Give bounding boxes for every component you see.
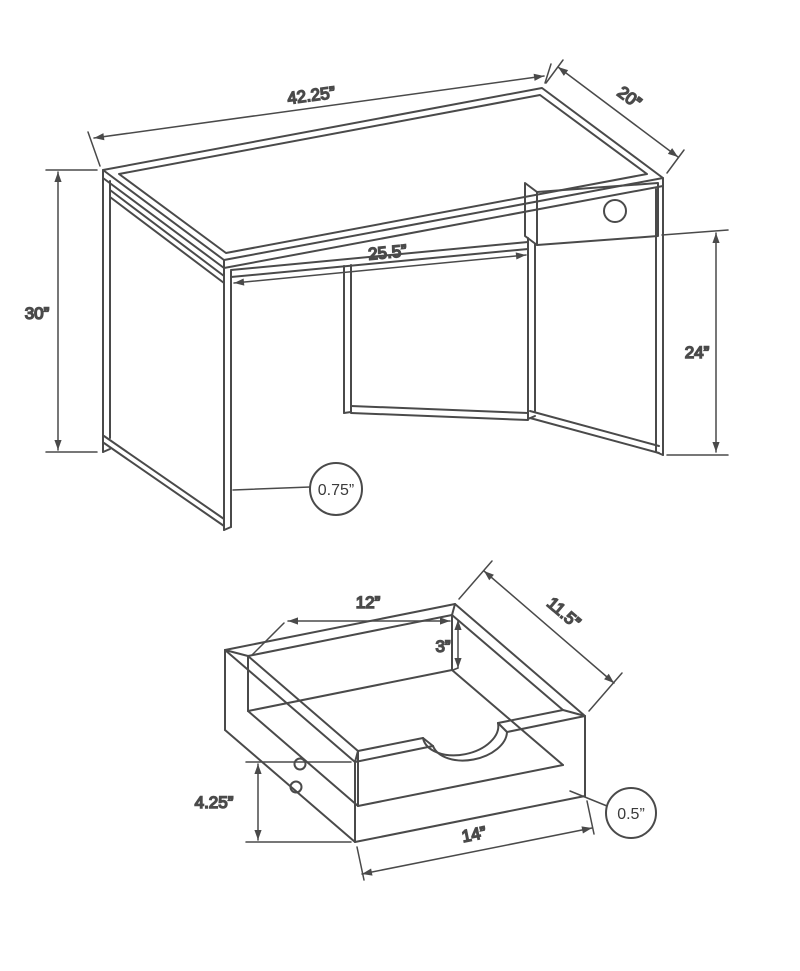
drawer-thickness-label: 0.5” [617, 806, 645, 823]
desk-drawer [524, 182, 659, 246]
drawer-inner-width-label: 12” [356, 593, 381, 612]
callout-circle [309, 462, 363, 516]
drawer-drawing [224, 603, 586, 843]
callout-leader [232, 486, 311, 491]
drawer-dim-depth: 11.5” [458, 560, 623, 712]
desk-dim-height: 30” [24, 169, 98, 453]
drawer-outer-width-label: 14” [460, 823, 488, 847]
desk-leg-back-right [527, 237, 536, 420]
drawer-dim-inner-width: 12” [251, 592, 451, 656]
desk-top-width-label: 42.25” [286, 83, 337, 108]
desk-drawer-finger-hole [603, 199, 627, 223]
desk-leg-back-left [102, 177, 111, 453]
desk-thickness-label: 0.75” [318, 482, 354, 499]
drawer-screw-hole-top [293, 757, 307, 771]
desk-dim-top-width: 42.25” [87, 63, 552, 167]
desk-thickness-callout: 0.75” [232, 462, 363, 516]
desk-right-bottom-stretcher [529, 410, 660, 454]
drawer-front-height-label: 4.25” [195, 793, 234, 812]
desk-top-depth-label: 20” [614, 83, 645, 113]
desk-height-label: 30” [25, 304, 50, 323]
desk-dim-top-depth: 20” [545, 59, 685, 174]
drawer-thickness-callout: 0.5” [569, 787, 657, 839]
drawer-screw-hole-bottom [289, 780, 303, 794]
drawer-dim-inner-height: 3” [435, 619, 462, 671]
desk-top-outline [102, 87, 664, 261]
drawer-dim-outer-width: 14” [356, 800, 595, 881]
desk-clear-width-label: 25.5” [367, 241, 408, 264]
desk-center-support [343, 264, 352, 414]
callout-circle [605, 787, 657, 839]
drawer-dim-front-height: 4.25” [194, 761, 352, 843]
desk-drawer-side [524, 182, 538, 246]
desk-leg-front-left [223, 267, 232, 531]
desk-left-top-rail [109, 189, 225, 284]
drawer-interior [247, 614, 564, 807]
desk-lower-bar [350, 405, 529, 421]
desk-clear-height-label: 24” [685, 343, 710, 362]
drawer-inner-height-label: 3” [435, 637, 450, 656]
desk-dim-clear-width: 25.5” [233, 240, 527, 286]
desk-dim-clear-height: 24” [661, 229, 729, 456]
desk-drawing [102, 87, 664, 531]
drawer-handle-notch [422, 722, 508, 762]
callout-leader [569, 790, 608, 807]
desk-drawer-front [536, 182, 659, 246]
desk-left-bottom-stretcher [103, 435, 225, 527]
